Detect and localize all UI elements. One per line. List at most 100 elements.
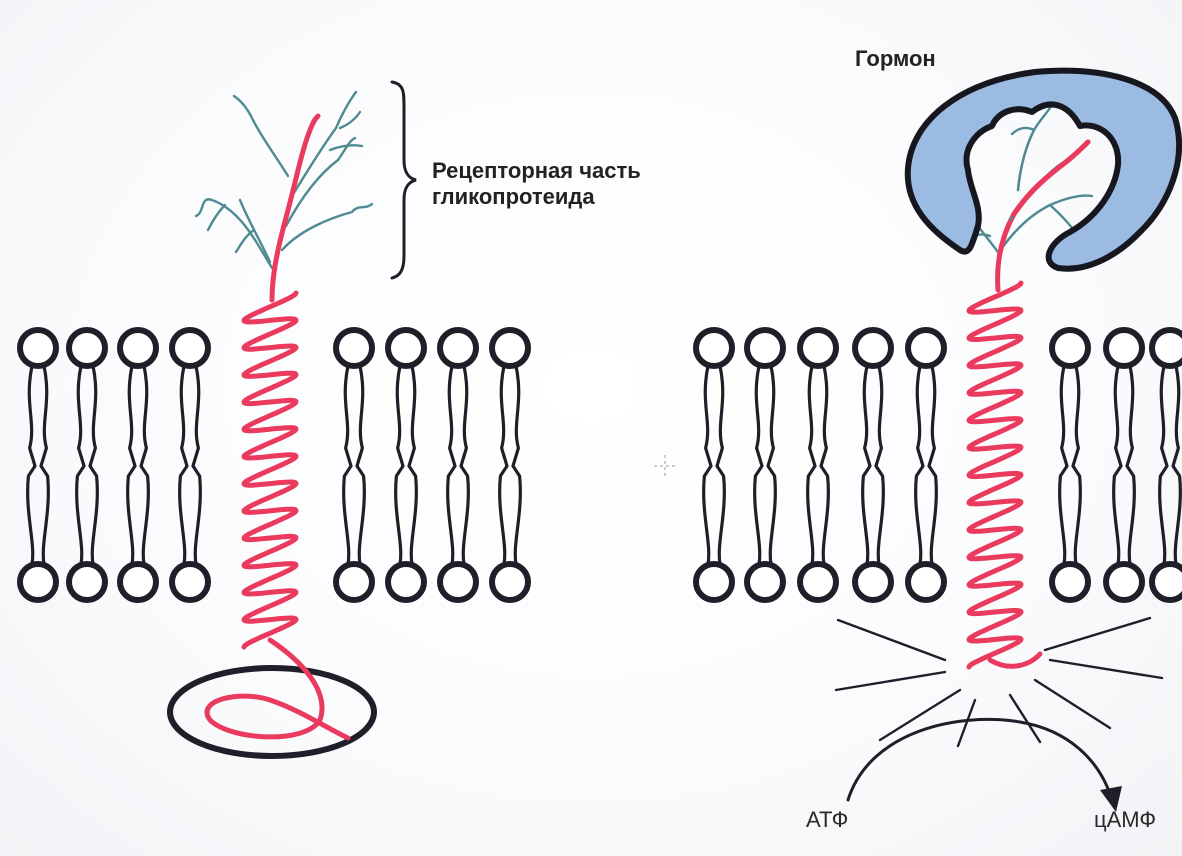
carbohydrate-branch	[234, 96, 288, 176]
phospholipid-head-inner	[696, 564, 732, 600]
phospholipid-head-inner	[1152, 564, 1182, 600]
phospholipid-head-outer	[172, 330, 208, 366]
fatty-acid-tail	[500, 366, 507, 564]
crosshair-mark	[654, 455, 676, 477]
alpha-helix	[244, 293, 296, 647]
fatty-acid-tail	[180, 366, 187, 564]
phospholipid-head-outer	[120, 330, 156, 366]
phospholipid-head-outer	[855, 330, 891, 366]
carbohydrate-branch	[196, 199, 272, 268]
carbohydrate-branch	[292, 92, 356, 196]
phospholipid-head-outer	[747, 330, 783, 366]
fatty-acid-tail	[1173, 366, 1180, 564]
fatty-acid-tail	[141, 366, 148, 564]
fatty-acid-tail	[77, 366, 84, 564]
fatty-acid-tail	[1073, 366, 1080, 564]
phospholipid	[20, 330, 56, 600]
phospholipid-head-inner	[1052, 564, 1088, 600]
phospholipid-head-inner	[855, 564, 891, 600]
phospholipid	[696, 330, 732, 600]
phospholipid-head-inner	[172, 564, 208, 600]
fatty-acid-tail	[821, 366, 828, 564]
phospholipid	[1052, 330, 1088, 600]
fatty-acid-tail	[1160, 366, 1167, 564]
fatty-acid-tail	[448, 366, 455, 564]
phospholipid-head-outer	[388, 330, 424, 366]
phospholipid-head-inner	[20, 564, 56, 600]
fatty-acid-tail	[876, 366, 883, 564]
fatty-acid-tail	[929, 366, 936, 564]
phospholipid-head-inner	[908, 564, 944, 600]
phospholipid-head-inner	[388, 564, 424, 600]
activation-ray	[838, 620, 945, 660]
phospholipid-head-outer	[800, 330, 836, 366]
activation-ray	[1045, 618, 1150, 650]
fatty-acid-tail	[28, 366, 35, 564]
receptor-part-label-line2: гликопротеида	[432, 184, 641, 210]
phospholipid-head-outer	[1052, 330, 1088, 366]
fatty-acid-tail	[409, 366, 416, 564]
activation-ray	[836, 672, 945, 690]
fatty-acid-tail	[1114, 366, 1121, 564]
activation-ray	[1050, 660, 1162, 678]
phospholipid	[908, 330, 944, 600]
phospholipid	[69, 330, 105, 600]
fatty-acid-tail	[808, 366, 815, 564]
fatty-acid-tail	[396, 366, 403, 564]
phospholipid-head-inner	[440, 564, 476, 600]
phospholipid-head-outer	[1106, 330, 1142, 366]
phospholipid	[1152, 330, 1182, 600]
fatty-acid-tail	[41, 366, 48, 564]
phospholipid-head-outer	[908, 330, 944, 366]
phospholipid-head-inner	[69, 564, 105, 600]
fatty-acid-tail	[755, 366, 762, 564]
carbohydrate-branch	[240, 200, 270, 262]
fatty-acid-tail	[461, 366, 468, 564]
alpha-helix	[969, 283, 1021, 667]
lipid-bilayer	[20, 330, 1182, 600]
phospholipid	[800, 330, 836, 600]
fatty-acid-tail	[1060, 366, 1067, 564]
phospholipid-head-outer	[696, 330, 732, 366]
camp-label: цАМФ	[1094, 808, 1156, 832]
phospholipid-head-inner	[1106, 564, 1142, 600]
activation-ray	[958, 700, 975, 746]
phospholipid-head-outer	[1152, 330, 1182, 366]
atp-label: АТФ	[806, 808, 848, 832]
phospholipid-head-inner	[747, 564, 783, 600]
phospholipid-head-inner	[120, 564, 156, 600]
phospholipid	[120, 330, 156, 600]
carbohydrate-branch	[1012, 128, 1034, 134]
phospholipid-head-outer	[492, 330, 528, 366]
phospholipid	[747, 330, 783, 600]
phospholipid-head-outer	[20, 330, 56, 366]
receptor-part-label: Рецепторная часть гликопротеида	[432, 158, 641, 210]
fatty-acid-tail	[704, 366, 711, 564]
activation-ray	[1010, 695, 1040, 742]
fatty-acid-tail	[1127, 366, 1134, 564]
fatty-acid-tail	[916, 366, 923, 564]
phospholipid	[172, 330, 208, 600]
polypeptide-tail	[990, 654, 1040, 666]
hormone-molecule	[908, 71, 1179, 269]
phospholipid-head-inner	[336, 564, 372, 600]
phospholipid	[388, 330, 424, 600]
carbohydrate-branch	[236, 230, 254, 252]
fatty-acid-tail	[863, 366, 870, 564]
phospholipid	[492, 330, 528, 600]
receptor-part-label-line1: Рецепторная часть	[432, 158, 641, 184]
phospholipid-head-inner	[492, 564, 528, 600]
fatty-acid-tail	[717, 366, 724, 564]
hormone-label: Гормон	[855, 46, 936, 72]
fatty-acid-tail	[128, 366, 135, 564]
fatty-acid-tail	[90, 366, 97, 564]
fatty-acid-tail	[513, 366, 520, 564]
phospholipid-head-outer	[440, 330, 476, 366]
carbohydrate-branch	[208, 205, 225, 230]
fatty-acid-tail	[768, 366, 775, 564]
phospholipid-head-outer	[336, 330, 372, 366]
polypeptide-tail	[207, 640, 348, 738]
carbohydrate-branch	[1018, 130, 1034, 190]
